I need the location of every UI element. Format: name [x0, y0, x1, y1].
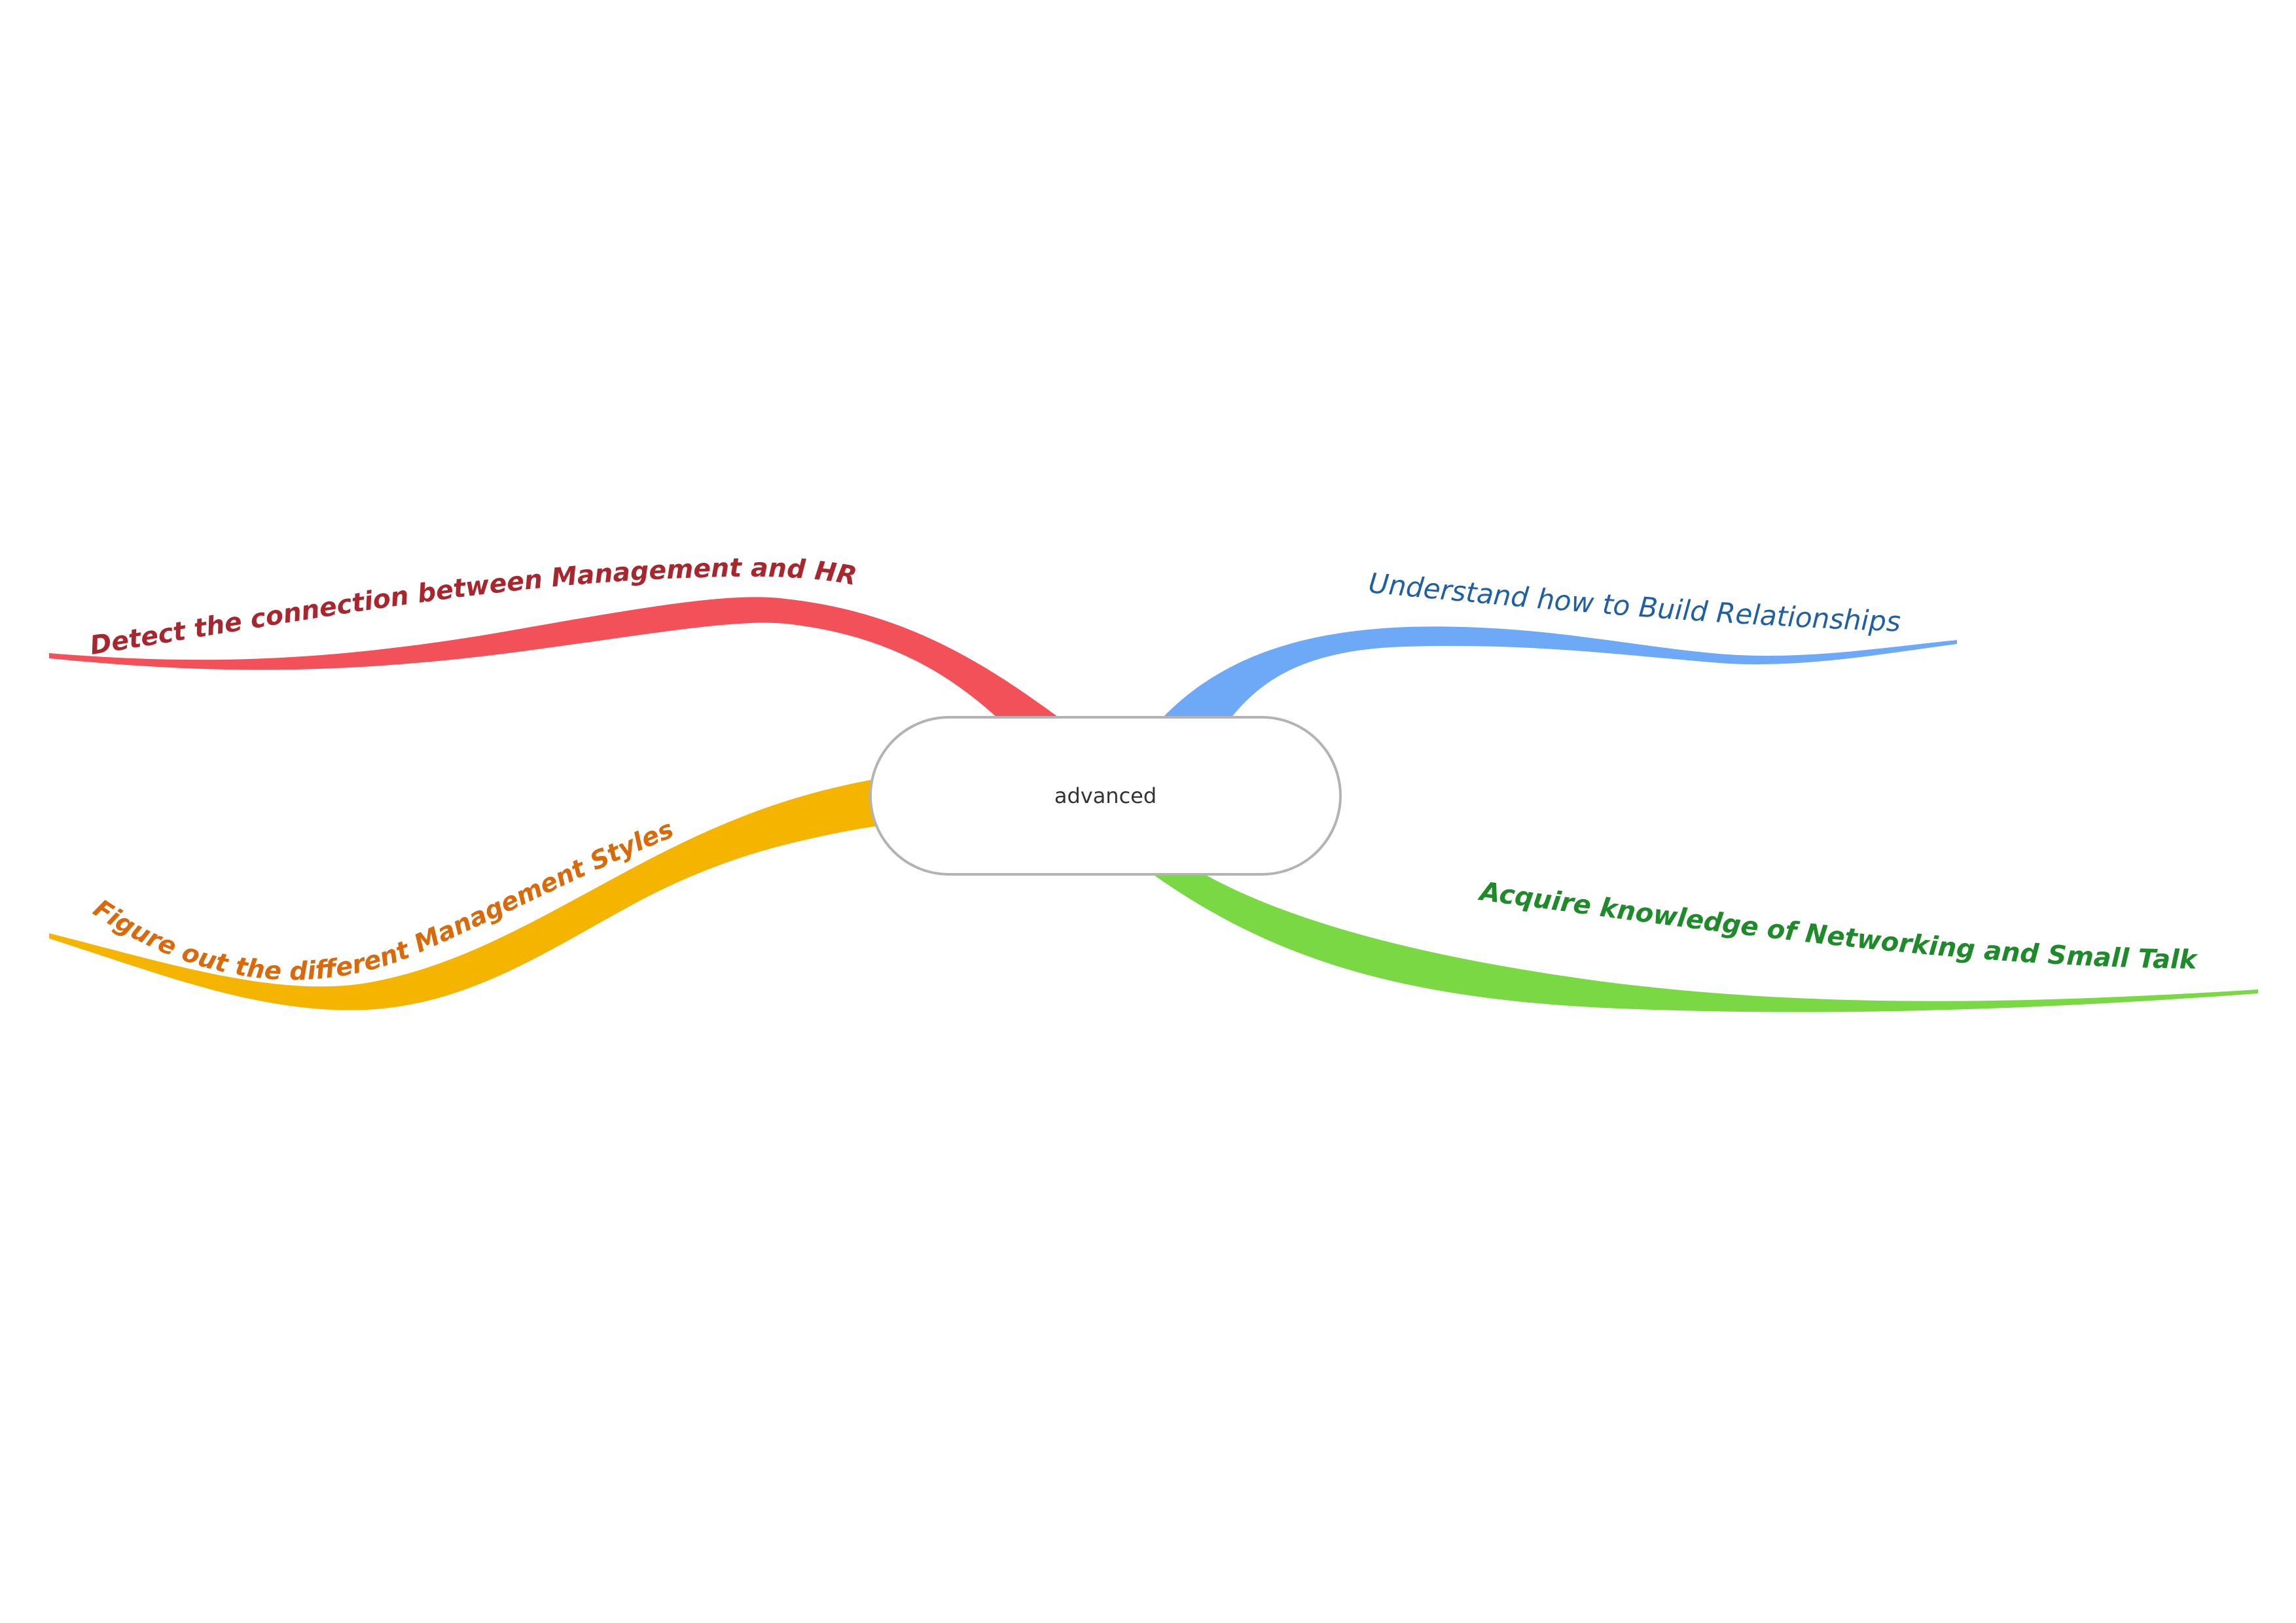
branch-ribbon-orange [49, 779, 877, 1010]
branch-ribbon-blue [1162, 626, 1957, 719]
central-topic[interactable]: advanced [869, 716, 1342, 876]
branch-label-green[interactable]: Acquire knowledge of Networking and Smal… [1477, 876, 2198, 975]
central-topic-shape [869, 716, 1342, 876]
central-topic-label: advanced [1054, 783, 1157, 808]
branch-ribbon-green [1152, 870, 2258, 1012]
